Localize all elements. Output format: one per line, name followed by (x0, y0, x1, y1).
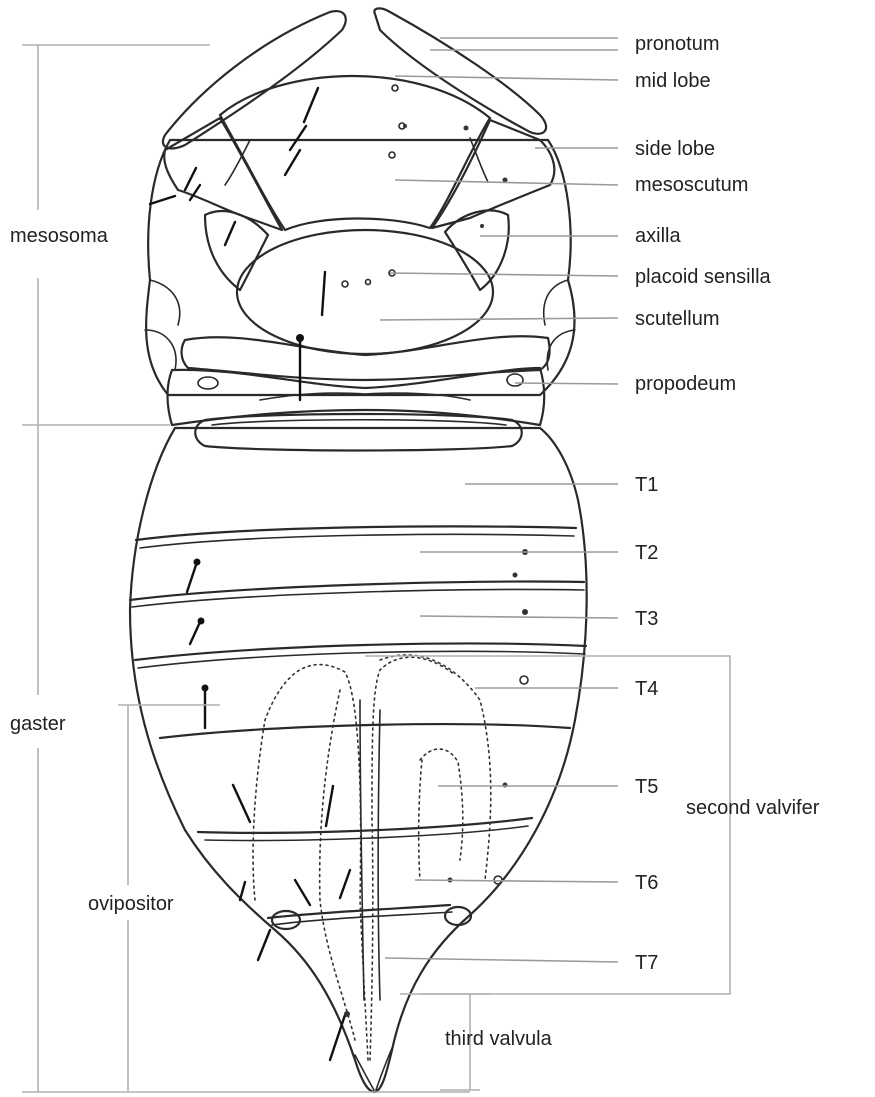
label-t2: T2 (635, 542, 658, 564)
label-third-valvula: third valvula (445, 1028, 552, 1050)
label-side-lobe: side lobe (635, 138, 715, 160)
label-t7: T7 (635, 952, 658, 974)
axilla-left (205, 211, 268, 290)
label-mid-lobe: mid lobe (635, 70, 711, 92)
second-valvifer-outline (380, 655, 491, 880)
ovipositor-outline (253, 665, 368, 1060)
label-mesosoma: mesosoma (10, 225, 108, 247)
pronotum-right (374, 8, 546, 133)
mesoscutum-side-lobe-left (164, 118, 282, 230)
label-propodeum: propodeum (635, 373, 736, 395)
label-mesoscutum: mesoscutum (635, 174, 748, 196)
mesosoma-body (145, 8, 575, 425)
label-t4: T4 (635, 678, 658, 700)
scutellum (237, 230, 493, 354)
label-pronotum: pronotum (635, 33, 720, 55)
t4-t5-suture (160, 724, 570, 738)
t6-t7-suture (268, 905, 450, 918)
label-second-valvifer: second valvifer (686, 797, 819, 819)
mesoscutum-mid-lobe (220, 76, 490, 230)
pronotum-left (163, 11, 346, 148)
mesoscutum-side-lobe-right (432, 120, 554, 228)
mesosoma-lateral-wall (146, 140, 574, 395)
gaster-body (130, 414, 587, 1092)
label-gaster: gaster (10, 713, 66, 735)
t2-t3-suture (130, 582, 584, 600)
label-t5: T5 (635, 776, 658, 798)
label-scutellum: scutellum (635, 308, 719, 330)
label-placoid-sensilla: placoid sensilla (635, 266, 771, 288)
t1-t2-suture (136, 526, 576, 540)
axilla-right (445, 210, 509, 290)
label-t1: T1 (635, 474, 658, 496)
label-t3: T3 (635, 608, 658, 630)
leader-lines (22, 38, 730, 1092)
label-ovipositor: ovipositor (88, 893, 174, 915)
label-t6: T6 (635, 872, 658, 894)
label-axilla: axilla (635, 225, 681, 247)
